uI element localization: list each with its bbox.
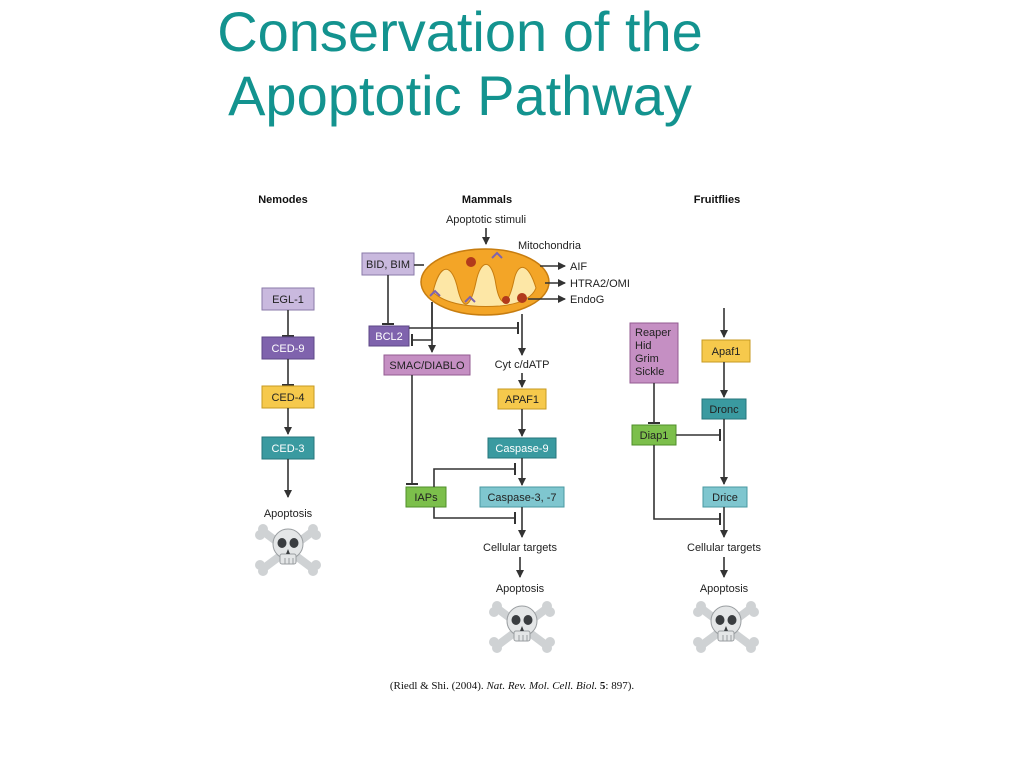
sickle-label: Sickle bbox=[635, 366, 664, 378]
htra2-omi-label: HTRA2/OMI bbox=[570, 278, 630, 290]
bcl2-label: BCL2 bbox=[375, 331, 403, 343]
fruitflies-pathway: Reaper Hid Grim Sickle Diap1 Apaf1 Dronc… bbox=[629, 308, 761, 653]
drice-node bbox=[702, 486, 748, 508]
nemodes-apoptosis-label: Apoptosis bbox=[264, 508, 313, 520]
citation-pages: : 897). bbox=[605, 680, 635, 692]
fly-apoptosis-label: Apoptosis bbox=[700, 583, 749, 595]
caspase3-7-label: Caspase-3, -7 bbox=[487, 492, 556, 504]
ced4-label: CED-4 bbox=[271, 392, 304, 404]
column-header-mammals: Mammals bbox=[462, 194, 512, 206]
diap1-label: Diap1 bbox=[640, 430, 669, 442]
endog-label: EndoG bbox=[570, 294, 604, 306]
mitochondrion-icon bbox=[420, 248, 550, 316]
skull-crossbones-icon bbox=[255, 524, 321, 576]
column-header-nemodes: Nemodes bbox=[258, 194, 308, 206]
bid-bim-label: BID, BIM bbox=[366, 259, 410, 271]
mitochondria-label: Mitochondria bbox=[518, 240, 582, 252]
cyt-c-datp-label: Cyt c/dATP bbox=[495, 359, 550, 371]
mammals-cellular-targets-label: Cellular targets bbox=[483, 542, 557, 554]
ced3-label: CED-3 bbox=[271, 443, 304, 455]
reaper-hid-grim-sickle-node bbox=[629, 322, 679, 384]
iaps-node bbox=[405, 486, 447, 508]
nemodes-pathway: EGL-1 CED-9 CED-4 CED-3 Apoptosis bbox=[255, 287, 321, 576]
skull-crossbones-icon bbox=[489, 601, 555, 653]
column-header-fruitflies: Fruitflies bbox=[694, 194, 740, 206]
bcl2-node bbox=[368, 325, 410, 347]
citation: (Riedl & Shi. (2004). Nat. Rev. Mol. Cel… bbox=[0, 680, 1024, 692]
grim-label: Grim bbox=[635, 353, 659, 365]
smac-diablo-node bbox=[383, 354, 471, 376]
fly-cellular-targets-label: Cellular targets bbox=[687, 542, 761, 554]
citation-journal: Nat. Rev. Mol. Cell. Biol. bbox=[486, 680, 598, 692]
caspase9-label: Caspase-9 bbox=[495, 443, 548, 455]
apoptotic-stimuli-label: Apoptotic stimuli bbox=[446, 214, 526, 226]
aif-label: AIF bbox=[570, 261, 587, 273]
mammals-apoptosis-label: Apoptosis bbox=[496, 583, 545, 595]
mammals-pathway: Apoptotic stimuli Mitochondria AIF HTRA2… bbox=[361, 214, 630, 653]
smac-diablo-label: SMAC/DIABLO bbox=[389, 360, 465, 372]
skull-crossbones-icon bbox=[693, 601, 759, 653]
drice-label: Drice bbox=[712, 492, 738, 504]
citation-authors: (Riedl & Shi. (2004). bbox=[389, 680, 487, 692]
apaf1-label: APAF1 bbox=[505, 394, 539, 406]
egl1-label: EGL-1 bbox=[272, 294, 304, 306]
page-title: Conservation of the Apoptotic Pathway bbox=[130, 0, 790, 128]
fly-apaf1-label: Apaf1 bbox=[712, 346, 741, 358]
reaper-label: Reaper bbox=[635, 327, 671, 339]
title-line-1: Conservation of the bbox=[217, 0, 703, 63]
iaps-label: IAPs bbox=[414, 492, 438, 504]
fly-apaf1-node bbox=[701, 339, 751, 363]
ced9-label: CED-9 bbox=[271, 343, 304, 355]
citation-volume: 5 bbox=[597, 680, 606, 692]
title-line-2: Apoptotic Pathway bbox=[228, 64, 692, 127]
dronc-label: Dronc bbox=[709, 404, 739, 416]
hid-label: Hid bbox=[635, 340, 652, 352]
